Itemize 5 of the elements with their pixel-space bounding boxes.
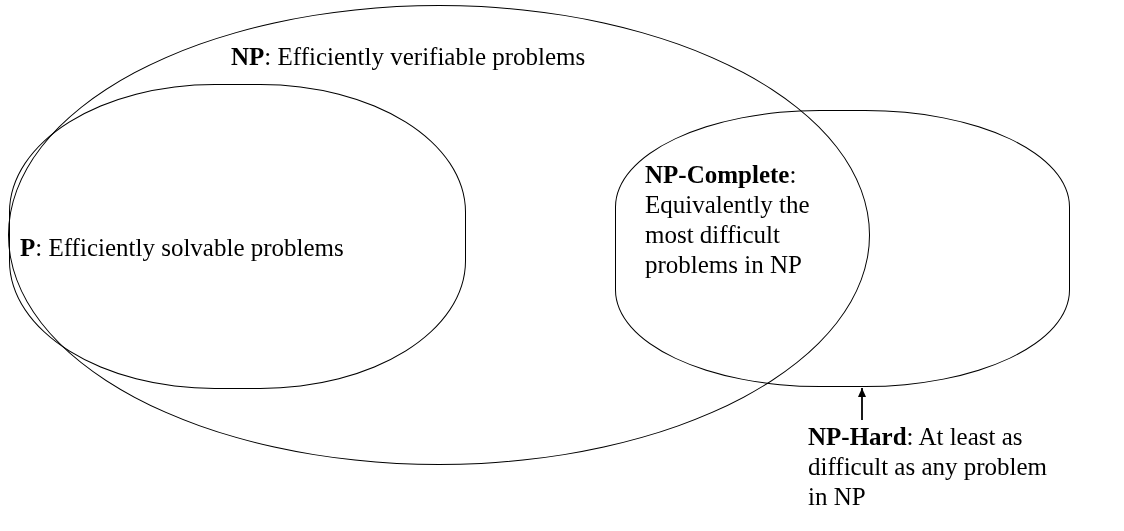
- set-label: NP: Efficiently verifiable problems: [231, 42, 587, 72]
- annotation-text: NP-Hard: At least as difficult as any problem in NP: [808, 422, 1049, 512]
- region-label: NP-Complete: Equivalently the most difficult problems in NP: [645, 160, 811, 280]
- leader-arrow: [858, 387, 866, 421]
- set-label: P: Efficiently solvable problems: [20, 233, 345, 263]
